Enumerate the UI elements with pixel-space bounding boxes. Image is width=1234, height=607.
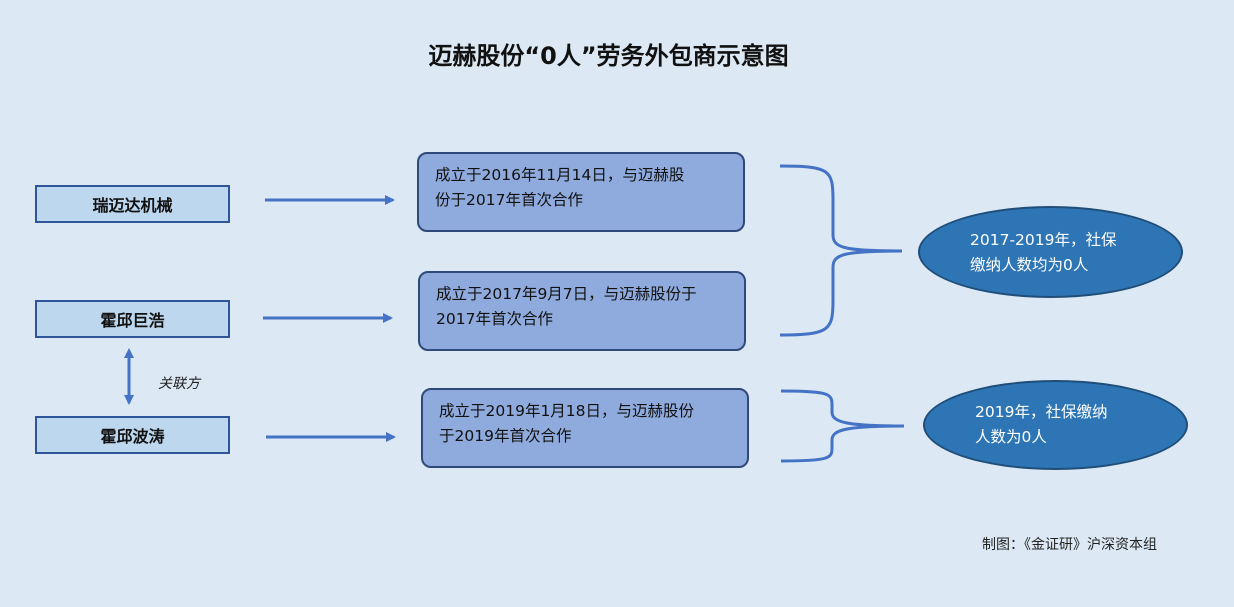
info-line: 2017年首次合作 — [436, 310, 553, 328]
info-box-huoqiu-botao: 成立于2019年1月18日，与迈赫股份 于2019年首次合作 — [421, 388, 749, 468]
credit-text: 制图：《金证研》沪深资本组 — [982, 537, 1157, 553]
info-line: 成立于2016年11月14日，与迈赫股 — [435, 166, 685, 184]
info-line: 成立于2017年9月7日，与迈赫股份于 — [436, 285, 697, 303]
company-huoqiu-botao: 霍邱波涛 — [35, 416, 230, 454]
result-ellipse-2019: 2019年，社保缴纳 人数为0人 — [923, 380, 1188, 470]
ellipse-line: 人数为0人 — [975, 428, 1047, 446]
info-line: 份于2017年首次合作 — [435, 191, 583, 209]
info-line: 成立于2019年1月18日，与迈赫股份 — [439, 402, 695, 420]
company-ruimaida: 瑞迈达机械 — [35, 185, 230, 223]
brace-lower — [780, 389, 905, 463]
brace-upper — [779, 164, 903, 337]
info-line: 于2019年首次合作 — [439, 427, 572, 445]
ellipse-line: 2017-2019年，社保 — [970, 231, 1117, 249]
relation-label: 关联方 — [158, 376, 200, 392]
result-ellipse-2017-2019: 2017-2019年，社保 缴纳人数均为0人 — [918, 206, 1183, 298]
diagram-title: 迈赫股份“0人”劳务外包商示意图 — [428, 42, 789, 70]
info-box-ruimaida: 成立于2016年11月14日，与迈赫股 份于2017年首次合作 — [417, 152, 745, 232]
company-huoqiu-juhao: 霍邱巨浩 — [35, 300, 230, 338]
ellipse-line: 2019年，社保缴纳 — [975, 403, 1108, 421]
info-box-huoqiu-juhao: 成立于2017年9月7日，与迈赫股份于 2017年首次合作 — [418, 271, 746, 351]
ellipse-line: 缴纳人数均为0人 — [970, 256, 1089, 274]
